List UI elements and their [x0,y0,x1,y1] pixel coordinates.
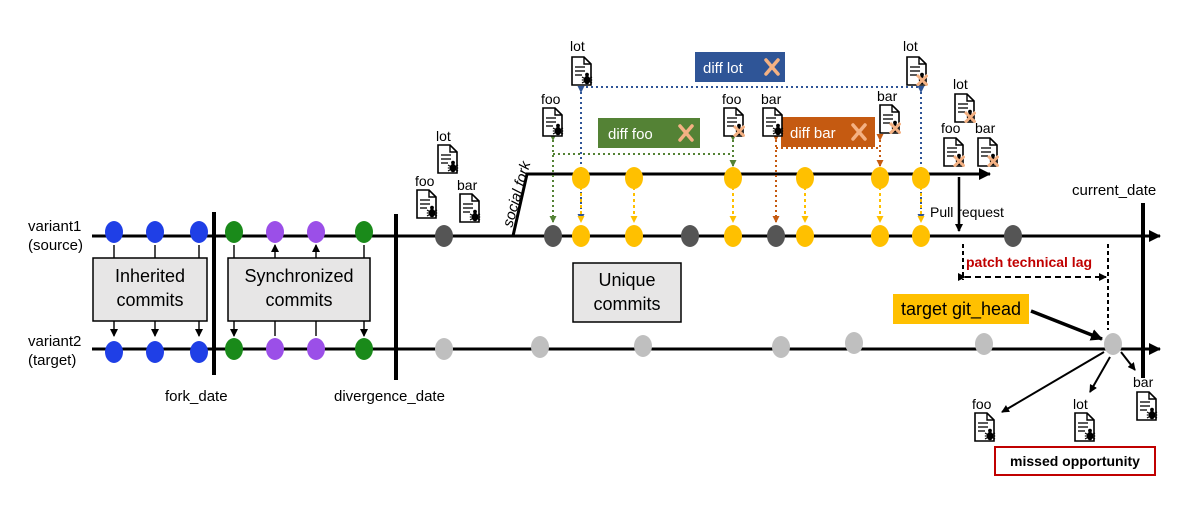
lot-bug-file-icon [571,56,593,86]
file-label-bar: bar [877,88,898,104]
synchronized-box-line2: commits [266,290,333,310]
foo-bug-file-icon [974,412,996,442]
synchronized-commits-variant2 [225,338,373,360]
lot-fixed-file-icon [954,93,976,123]
diff-foo-label: diff foo [608,126,653,143]
bar-bug-file-icon [1136,391,1158,421]
foo-fixed-file-icon [723,107,745,137]
file-label-foo: foo [972,396,992,412]
missed-arrows [1001,351,1136,413]
variant1-role: (source) [28,237,83,254]
diff-lot-label: diff lot [703,60,744,77]
missed-opportunity-box [994,446,1156,476]
synchronized-commits-box [227,257,371,322]
social-fork-branch [511,168,991,237]
lot-bug-file-icon [1074,412,1096,442]
inherited-commits-box [92,257,208,322]
variant2-name: variant2 [28,333,81,350]
file-label-lot: lot [1073,396,1088,412]
file-label-lot: lot [570,38,585,54]
fork-branch-commits [572,167,930,189]
bar-bug-file-icon [459,193,481,223]
target-head-box [893,294,1029,324]
diff-bar-connector [772,134,884,223]
social-fork-label: social fork [500,158,535,229]
bar-fixed-file-icon [879,104,901,134]
file-label-foo: foo [722,91,742,107]
unique-box-line2: commits [594,294,661,314]
file-label-lot: lot [903,38,918,54]
file-label-bar: bar [975,120,996,136]
synchronized-commits-variant1 [225,221,373,243]
foo-fixed-file-icon [943,137,965,167]
file-label-foo: foo [415,173,435,189]
diff-lot-cross-icon [764,58,780,76]
diff-bar-box: diff bar [781,117,875,147]
inherited-commits-variant1 [105,221,208,243]
fork-date-label: fork_date [165,388,228,405]
synchronized-box-line1: Synchronized [244,266,353,286]
file-label-bar: bar [457,177,478,193]
inherited-box-line2: commits [117,290,184,310]
file-label-bar: bar [761,91,782,107]
lot-bug-file-icon [437,144,459,174]
file-label-lot: lot [436,128,451,144]
inherited-commits-variant2 [105,341,208,363]
diff-foo-cross-icon [678,124,694,142]
current-date-label: current_date [1072,182,1156,199]
missed-opportunity-label: missed opportunity [1010,453,1140,469]
file-label-foo: foo [541,91,561,107]
patch-lag-label: patch technical lag [966,254,1092,270]
divergence-date-label: divergence_date [334,388,445,405]
patch-port-arrows [577,187,925,223]
unique-commits-box [572,262,682,323]
unique-commits-variant1 [435,225,1022,247]
pull-request-label: Pull request [930,204,1004,220]
diff-foo-connector [549,134,737,223]
inherited-box-line1: Inherited [115,266,185,286]
bar-fixed-file-icon [977,137,999,167]
target-head-pointer [1030,309,1103,341]
diff-lot-box: diff lot [695,52,785,82]
variant2-role: (target) [28,352,76,369]
unique-box-line1: Unique [598,270,655,290]
foo-bug-file-icon [416,189,438,219]
lot-fixed-file-icon [906,56,928,86]
file-label-bar: bar [1133,374,1154,390]
unique-commits-variant2 [435,332,1122,360]
bar-bug-file-icon [762,107,784,137]
file-label-lot: lot [953,76,968,92]
foo-bug-file-icon [542,107,564,137]
diff-bar-label: diff bar [790,125,836,142]
file-label-foo: foo [941,120,961,136]
target-head-label: target git_head [901,299,1021,320]
diff-foo-box: diff foo [598,118,700,148]
diff-lot-connector [577,86,925,221]
diff-bar-cross-icon [851,123,867,141]
variant1-name: variant1 [28,218,81,235]
